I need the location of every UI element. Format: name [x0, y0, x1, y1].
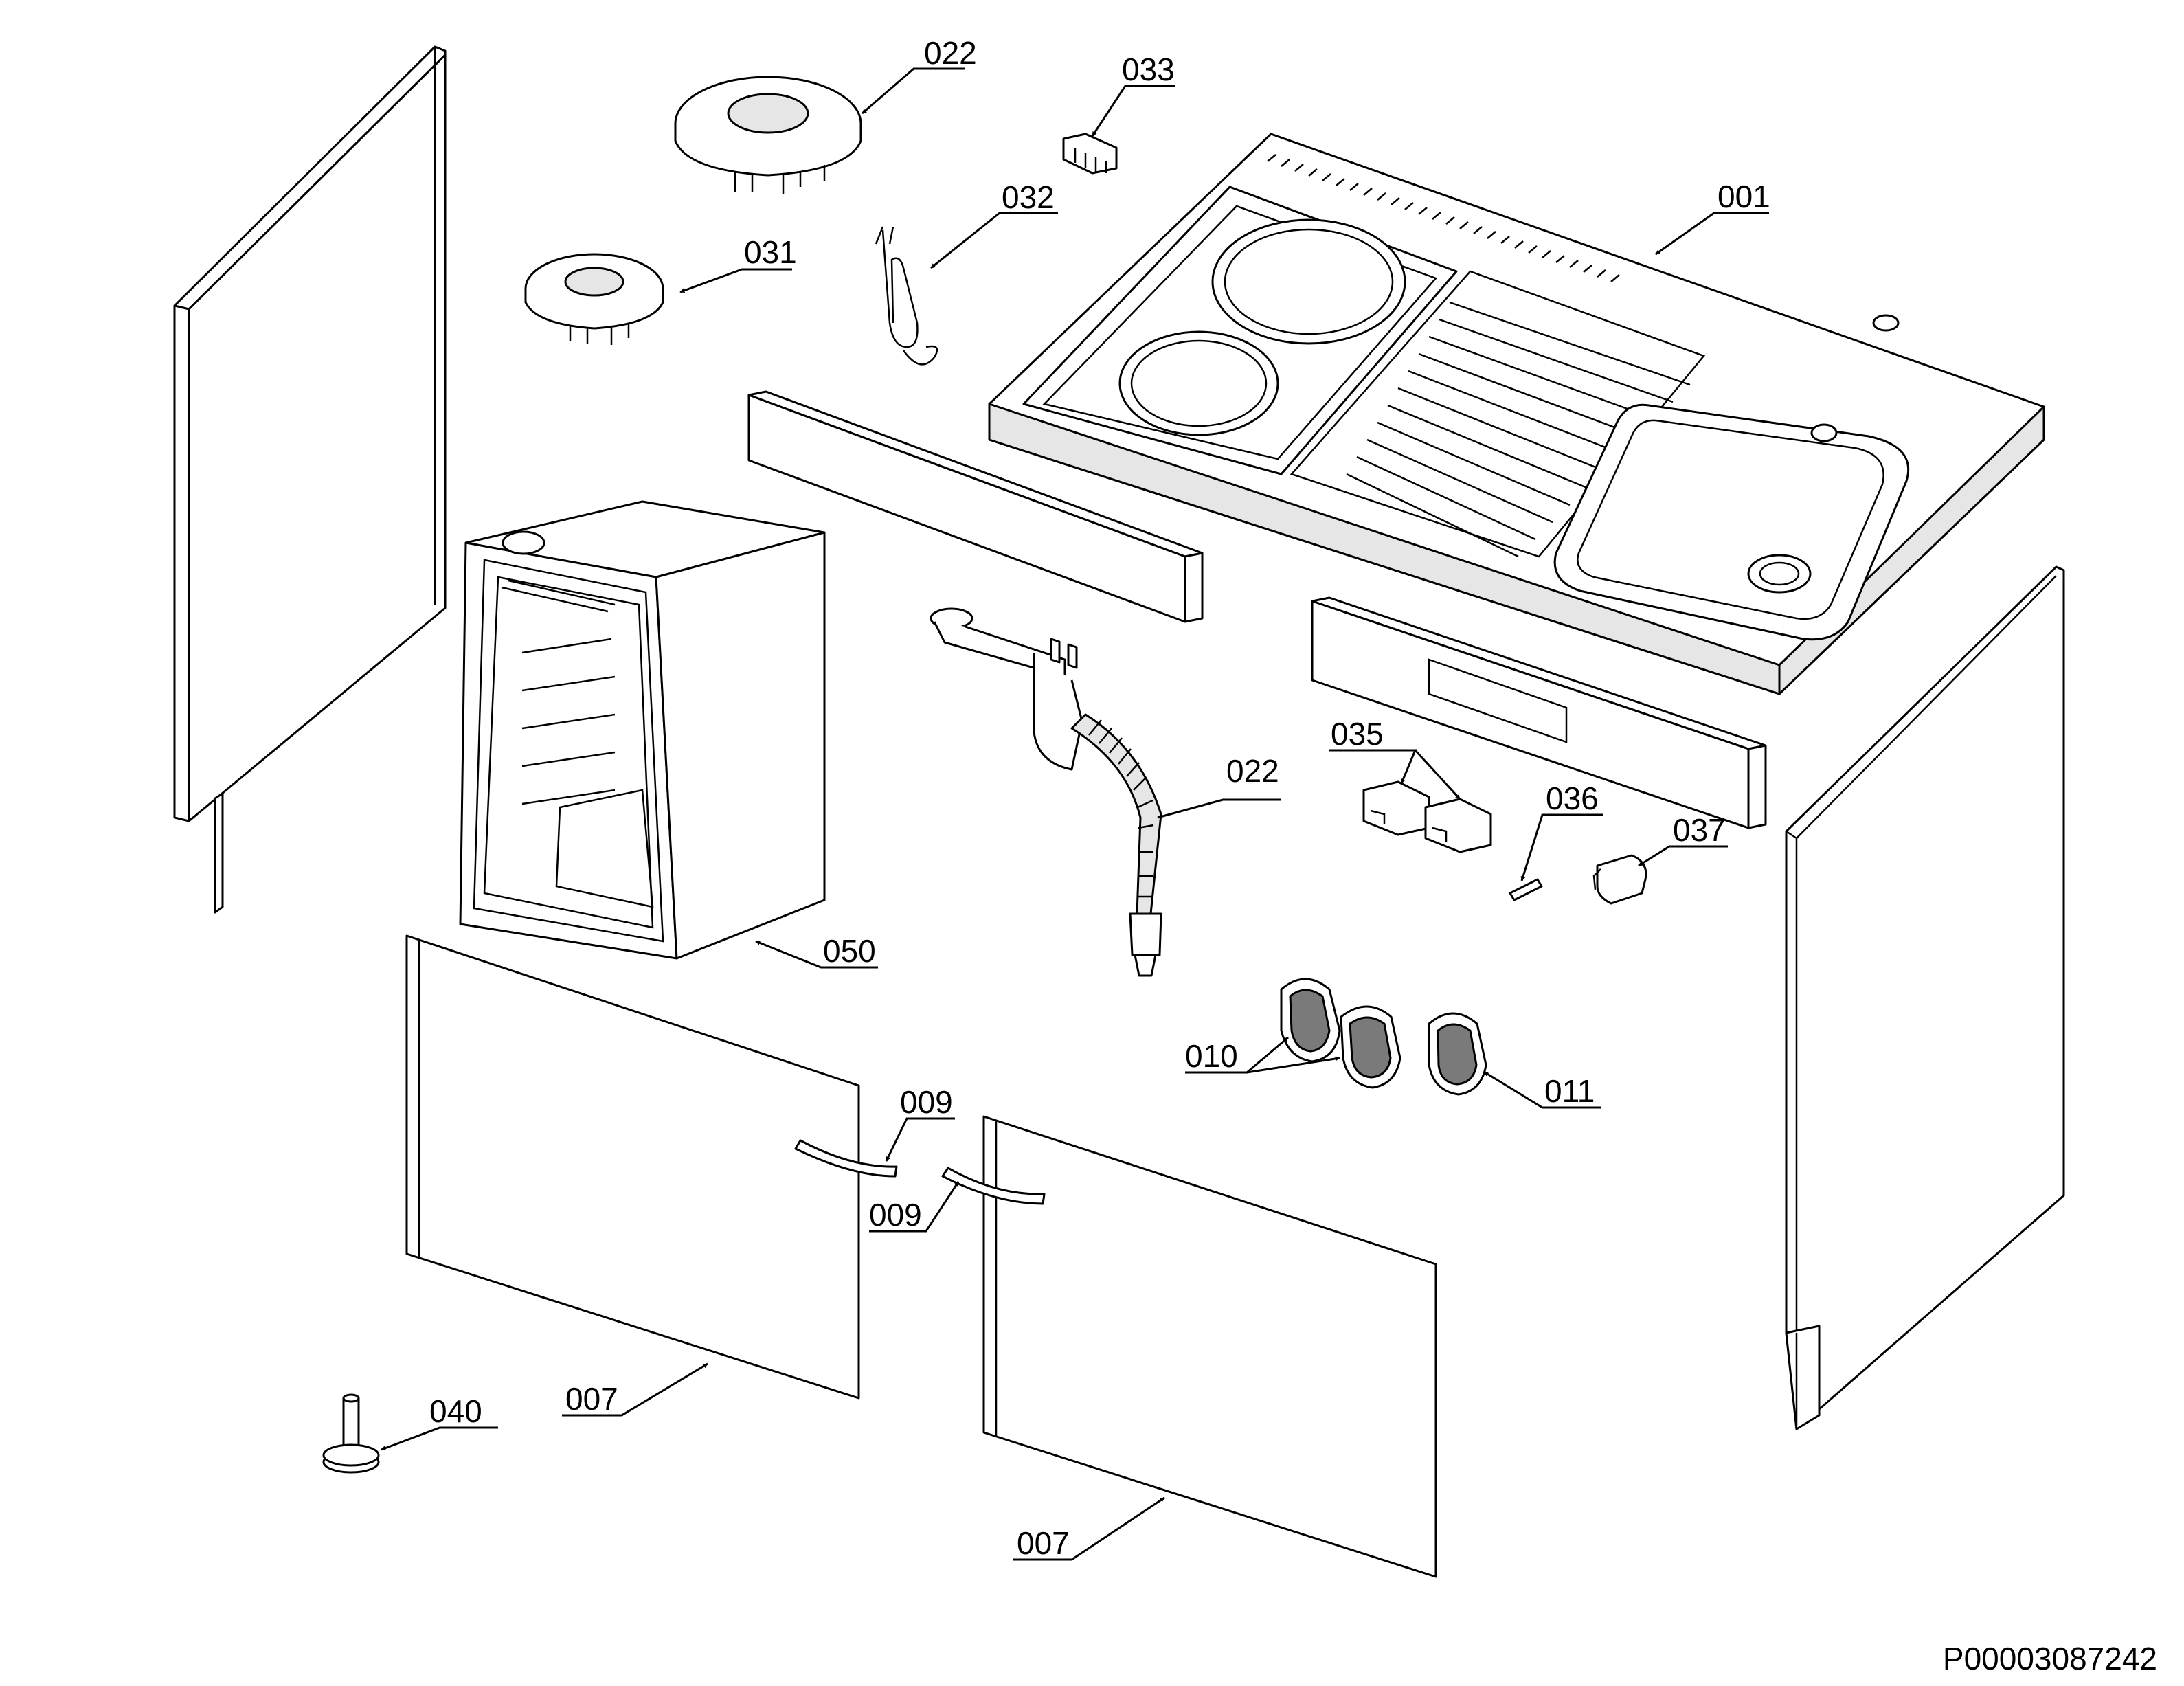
knob-010-a	[1280, 978, 1341, 1063]
drainer-ribs	[1346, 301, 1691, 558]
callout-009-lower: 009	[869, 1197, 922, 1233]
plug-037	[1592, 854, 1647, 905]
fuse-036	[1509, 878, 1543, 901]
callout-009-upper: 009	[900, 1084, 953, 1120]
terminal-block-033	[1062, 133, 1118, 175]
drawing-number: P00003087242	[1943, 1641, 2157, 1676]
callout-035: 035	[1331, 716, 1384, 752]
leader-lines	[381, 67, 1769, 1561]
door-left-007	[405, 934, 898, 1400]
left-side-panel	[173, 45, 447, 914]
knob-010-b	[1340, 1005, 1401, 1089]
heating-element-032	[875, 226, 938, 366]
door-right-007	[941, 1115, 1437, 1578]
callout-001: 001	[1718, 179, 1770, 214]
sink-top-unit	[988, 133, 2045, 695]
hotplate-030	[674, 76, 862, 194]
hotplate-small	[1118, 330, 1279, 436]
callout-007-right: 007	[1017, 1525, 1070, 1561]
callout-050: 050	[823, 933, 876, 969]
fridge-050	[459, 500, 826, 960]
right-side-panel	[1785, 565, 2065, 1430]
callout-022: 022	[1226, 753, 1279, 789]
callout-011: 011	[1544, 1073, 1595, 1109]
callout-010: 010	[1185, 1038, 1238, 1074]
callout-labels: 022 031 032 033 001 022 035 036 037 050 …	[429, 35, 1770, 1561]
callout-040: 040	[429, 1393, 482, 1429]
hotplate-large	[1211, 218, 1406, 345]
callout-037: 037	[1673, 812, 1726, 848]
drain-assembly-022	[930, 607, 1162, 977]
callout-033: 033	[1122, 52, 1175, 87]
hotplate-031	[524, 253, 664, 345]
callout-031: 031	[744, 234, 797, 270]
callout-007-left: 007	[565, 1381, 618, 1417]
adjustable-foot-040	[322, 1393, 380, 1474]
callout-030: 022	[924, 35, 977, 71]
callout-036: 036	[1546, 780, 1599, 816]
knob-011	[1428, 1012, 1487, 1096]
sink-bowl	[1553, 314, 1910, 641]
vent-slots	[1267, 154, 1620, 282]
front-rail-upper	[747, 390, 1204, 623]
switches-035	[1362, 780, 1492, 853]
control-panel-fascia	[1311, 596, 1767, 829]
callout-032: 032	[1002, 179, 1055, 215]
